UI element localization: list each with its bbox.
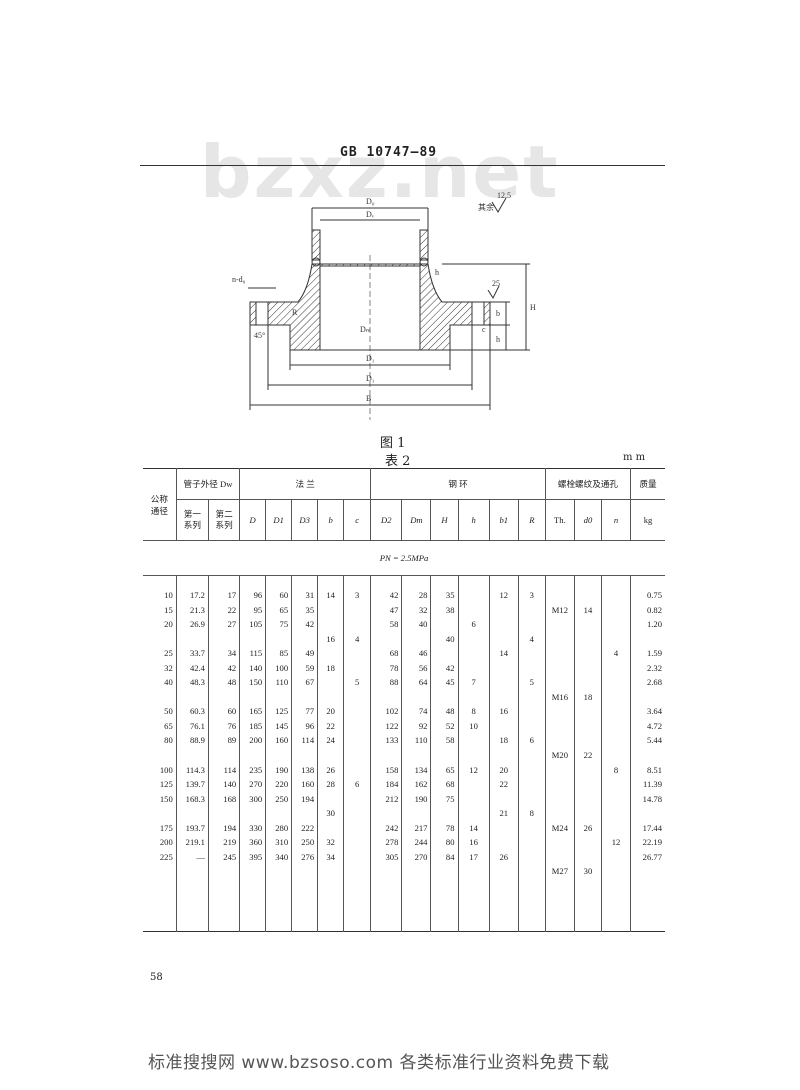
label-Dm: Dₘ [360,325,371,334]
header-D2: D2 [370,499,403,541]
header-th: Th. [544,499,575,541]
header-H: H [430,499,459,541]
col-Dm: 28 32 40 46 56 64 74 92 110 134 162 190 … [401,575,432,932]
flange-dimension-table: 公称 通径 管子外径 Dw 法 兰 钢 环 螺栓螺纹及通孔 质量 第一 系列 第… [143,468,665,932]
roughness-value-small: 25 [492,279,500,288]
header-rule [140,165,665,166]
header-D1: D1 [265,499,293,541]
footer-banner: 标准搜搜网 www.bzsoso.com 各类标准行业资料免费下载 [148,1053,610,1073]
standard-header: GB 10747—89 [340,145,438,160]
page-number: 58 [150,972,163,983]
label-c: c [482,325,486,334]
header-series2: 第二 系列 [207,499,241,541]
col-b: 14 16 18 20 22 24 26 28 30 32 34 [317,575,345,932]
header-d0: d0 [573,499,602,541]
col-dn: 10 15 20 25 32 40 50 65 80 100 125 150 1… [143,575,177,932]
label-B: B [366,394,371,403]
header-b: b [317,499,345,541]
label-h-top: h [435,268,439,277]
label-Dw: Dᵥ [366,210,375,219]
table-caption: 表 2 [385,454,411,469]
col-series1: 17.2 21.3 26.9 33.7 42.4 48.3 60.3 76.1 … [175,575,209,932]
header-series1: 第一 系列 [176,499,209,541]
col-n: 4 8 12 [600,575,632,932]
label-D1-inner: D₁ [366,354,375,363]
col-D2: 42 47 58 68 78 88 102 122 133 158 184 21… [370,575,403,932]
header-R: R [517,499,546,541]
col-kg: 0.75 0.82 1.20 1.59 2.32 2.68 3.64 4.72 … [630,575,665,932]
header-kg: kg [630,499,665,541]
col-series2: 17 22 27 34 42 48 60 76 89 114 140 168 1… [207,575,241,932]
pressure-label: PN = 2.5MPa [143,540,665,576]
header-steel-ring: 钢 环 [370,468,546,500]
header-c: c [343,499,372,541]
col-th: M12 M16 M20 M24 M27 [544,575,575,932]
header-flange: 法 兰 [239,468,372,500]
header-b1: b1 [488,499,519,541]
col-h: 6 7 8 10 12 14 16 17 [457,575,490,932]
header-D3: D3 [291,499,319,541]
label-b: b [496,309,500,318]
roughness-label: 其余 [478,202,494,212]
col-D: 96 95 105 115 140 150 165 185 200 235 27… [239,575,267,932]
label-R: R [292,308,298,317]
col-H: 35 38 40 42 45 48 52 58 65 68 75 78 80 8… [430,575,459,932]
label-n-d0: n-d₀ [232,275,246,284]
header-D: D [239,499,267,541]
header-Dm: Dm [401,499,432,541]
header-h: h [457,499,490,541]
label-h-bottom: h [496,335,500,344]
roughness-mark: 其余 12.5 [478,191,511,213]
header-mass: 质量 [630,468,665,500]
col-R: 3 4 5 6 8 [517,575,546,932]
watermark: bzxz.net [200,130,560,214]
header-n: n [600,499,632,541]
label-D0: D₀ [366,197,375,206]
col-D3: 31 35 42 49 59 67 77 96 114 138 160 194 … [291,575,319,932]
header-pipe-od: 管子外径 Dw [175,468,241,500]
unit-label: m m [623,452,646,463]
roughness-value: 12.5 [497,191,511,200]
col-D1: 60 65 75 85 100 110 125 145 160 190 220 … [265,575,293,932]
col-c: 3 4 5 6 [343,575,372,932]
label-D1-outer: D₁ [366,374,375,383]
col-b1: 12 14 16 18 20 22 21 26 [488,575,519,932]
header-nominal: 公称 通径 [143,468,177,541]
label-H: H [530,303,536,312]
header-bolt: 螺栓螺纹及通孔 [544,468,632,500]
flange-drawing: 其余 12.5 D₀ Dᵥ Dₘ n-d₀ R 45° D₁ D₁ B h H … [232,191,536,420]
label-angle: 45° [254,331,265,340]
figure-caption: 图 1 [380,436,406,451]
col-d0: 14 18 22 26 30 [573,575,602,932]
